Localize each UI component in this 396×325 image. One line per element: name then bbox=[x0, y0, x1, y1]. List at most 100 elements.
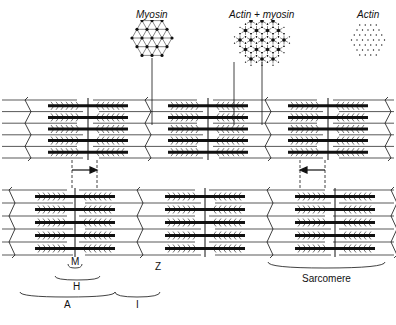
filament-stroke bbox=[219, 111, 323, 112]
filament-stroke bbox=[213, 100, 317, 101]
filament-stroke bbox=[215, 203, 331, 204]
filament-stroke bbox=[313, 206, 316, 210]
filament-stroke bbox=[269, 21, 273, 23]
filament-stroke bbox=[323, 245, 326, 249]
filament-stroke bbox=[83, 206, 86, 210]
filament-stroke bbox=[71, 106, 74, 110]
filament-stroke bbox=[256, 26, 257, 31]
filament-stroke bbox=[66, 102, 69, 106]
filament-stroke bbox=[121, 148, 124, 152]
filament-stroke bbox=[116, 125, 119, 129]
filament-stroke bbox=[168, 249, 171, 253]
actin-dot bbox=[278, 36, 279, 37]
filament-stroke bbox=[51, 102, 54, 106]
filament-stroke bbox=[223, 245, 226, 249]
filament-stroke bbox=[245, 26, 246, 31]
filament-stroke bbox=[318, 197, 321, 201]
filament-stroke bbox=[264, 47, 268, 49]
filament-stroke bbox=[218, 232, 221, 236]
filament-stroke bbox=[262, 55, 263, 60]
filament-stroke bbox=[53, 210, 56, 214]
actin-dot bbox=[250, 33, 251, 34]
filament-stroke bbox=[267, 50, 268, 55]
filament-stroke bbox=[2, 146, 77, 147]
filament-stroke bbox=[296, 129, 299, 133]
filament-stroke bbox=[258, 57, 262, 59]
filament-stroke bbox=[171, 113, 174, 117]
actin-dot bbox=[245, 43, 246, 44]
actin-dot bbox=[267, 36, 268, 37]
filament-stroke bbox=[61, 125, 64, 129]
filament-stroke bbox=[306, 137, 309, 141]
filament-stroke bbox=[348, 206, 351, 210]
filament-stroke bbox=[236, 129, 239, 133]
filament-stroke bbox=[88, 219, 91, 223]
filament-stroke bbox=[88, 206, 91, 210]
filament-stroke bbox=[316, 152, 319, 156]
filament-stroke bbox=[183, 210, 186, 214]
actin-dot bbox=[256, 42, 257, 43]
actin-dot bbox=[256, 55, 257, 56]
filament-stroke bbox=[63, 193, 66, 197]
filament-stroke bbox=[188, 206, 191, 210]
filament-stroke bbox=[242, 28, 246, 30]
filament-stroke bbox=[88, 236, 91, 240]
filament-stroke bbox=[356, 129, 359, 133]
filament-stroke bbox=[311, 117, 314, 121]
filament-stroke bbox=[188, 193, 191, 197]
filament-stroke bbox=[262, 36, 263, 41]
filament-stroke bbox=[316, 106, 319, 110]
filament-stroke bbox=[176, 137, 179, 141]
filament-stroke bbox=[173, 232, 176, 236]
filament-stroke bbox=[368, 236, 371, 240]
filament-stroke bbox=[245, 31, 246, 36]
filament-stroke bbox=[71, 113, 74, 117]
actin-dot bbox=[239, 52, 240, 53]
filament-stroke bbox=[181, 137, 184, 141]
filament-stroke bbox=[236, 117, 239, 121]
filament-stroke bbox=[213, 245, 216, 249]
filament-stroke bbox=[183, 245, 186, 249]
filament-stroke bbox=[38, 245, 41, 249]
filament-stroke bbox=[2, 111, 83, 112]
actin-dot bbox=[378, 29, 379, 30]
filament-stroke bbox=[218, 219, 221, 223]
filament-stroke bbox=[368, 219, 371, 223]
filament-stroke bbox=[58, 210, 61, 214]
filament-stroke bbox=[181, 117, 184, 121]
filament-stroke bbox=[318, 236, 321, 240]
filament-stroke bbox=[58, 249, 61, 253]
filament-stroke bbox=[221, 102, 224, 106]
filament-stroke bbox=[58, 223, 61, 227]
filament-stroke bbox=[318, 249, 321, 253]
band-label: I bbox=[135, 300, 140, 310]
filament-stroke bbox=[186, 106, 189, 110]
actin-dot bbox=[245, 42, 246, 43]
filament-stroke bbox=[121, 129, 124, 133]
filament-stroke bbox=[219, 158, 323, 159]
filament-stroke bbox=[188, 197, 191, 201]
filament-stroke bbox=[298, 210, 301, 214]
filament-stroke bbox=[268, 31, 272, 33]
filament-stroke bbox=[51, 137, 54, 141]
filament-stroke bbox=[79, 242, 195, 243]
filament-stroke bbox=[240, 40, 241, 45]
filament-stroke bbox=[83, 219, 86, 223]
filament-stroke bbox=[43, 219, 46, 223]
filament-stroke bbox=[298, 236, 301, 240]
filament-stroke bbox=[361, 152, 364, 156]
filament-stroke bbox=[301, 125, 304, 129]
filament-stroke bbox=[291, 102, 294, 106]
filament-stroke bbox=[308, 223, 311, 227]
filament-stroke bbox=[336, 102, 339, 106]
filament-stroke bbox=[298, 219, 301, 223]
filament-stroke bbox=[296, 148, 299, 152]
filament-stroke bbox=[51, 106, 54, 110]
filament-stroke bbox=[238, 249, 241, 253]
filament-stroke bbox=[103, 193, 106, 197]
filament-stroke bbox=[66, 152, 69, 156]
filament-stroke bbox=[339, 134, 394, 135]
actin-dot bbox=[256, 24, 257, 25]
filament-stroke bbox=[53, 219, 56, 223]
filament-stroke bbox=[363, 236, 366, 240]
